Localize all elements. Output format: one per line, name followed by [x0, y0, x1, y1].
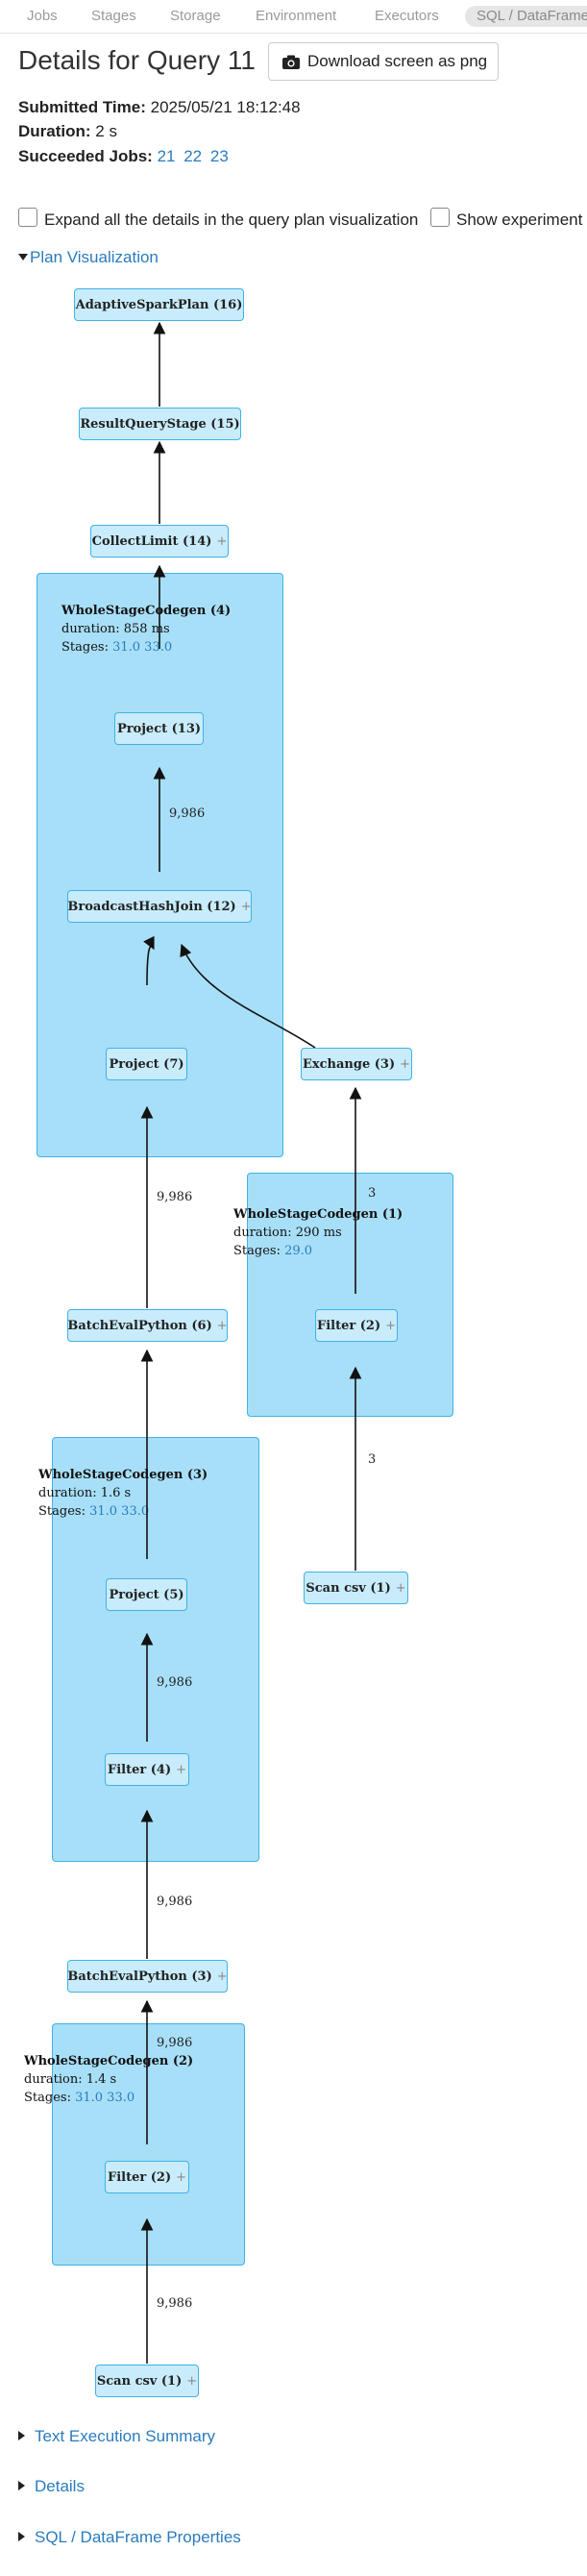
expand-plus-icon[interactable]: +: [216, 1318, 228, 1333]
section-text-execution-summary[interactable]: Text Execution Summary: [18, 2427, 215, 2446]
nav-tab-jobs[interactable]: Jobs: [27, 8, 58, 24]
nav-tab-stages[interactable]: Stages: [91, 8, 136, 24]
section-label: Details: [35, 2477, 85, 2495]
section-sql-dataframe-properties[interactable]: SQL / DataFrame Properties: [18, 2528, 241, 2547]
node-exchange-3[interactable]: Exchange (3)+: [301, 1048, 412, 1080]
expand-details-label: Expand all the details in the query plan…: [44, 211, 419, 229]
edge-ex3-bhj: [180, 943, 316, 1049]
expand-plus-icon[interactable]: +: [216, 533, 228, 549]
node-batchevalpython-6[interactable]: BatchEvalPython (6)+: [67, 1309, 228, 1342]
cluster-wholestagecodegen-3[interactable]: [52, 1437, 259, 1862]
edge-label-fi2a-ex3: 3: [368, 1186, 377, 1201]
cluster-stages-label: Stages:: [38, 1504, 86, 1519]
cluster-duration: duration: 1.4 s: [24, 2072, 117, 2087]
node-filter-2-upper[interactable]: Filter (2)+: [315, 1309, 398, 1342]
expand-plus-icon[interactable]: +: [395, 1580, 406, 1596]
nav-tab-environment[interactable]: Environment: [256, 8, 337, 24]
succeeded-jobs-label: Succeeded Jobs:: [18, 147, 153, 165]
duration: Duration: 2 s: [18, 122, 117, 141]
edge-label-bep3-fi4: 9,986: [157, 1895, 193, 1909]
section-details[interactable]: Details: [18, 2477, 85, 2496]
edge-label-sc1a-fi2a: 3: [368, 1452, 377, 1467]
cluster-title: WholeStageCodegen (2): [24, 2054, 194, 2068]
plan-visualization: WholeStageCodegen (4) duration: 858 ms S…: [0, 269, 587, 2403]
cluster-stages-link[interactable]: 31.0 33.0: [75, 2091, 135, 2105]
section-label: SQL / DataFrame Properties: [35, 2528, 241, 2546]
show-experimental-label: Show experiment: [456, 211, 583, 229]
caret-down-icon: [18, 254, 28, 260]
caret-right-icon: [18, 2481, 25, 2490]
expand-plus-icon[interactable]: +: [186, 2373, 198, 2389]
edge-pr7-bhj: [143, 935, 155, 986]
expand-plus-icon[interactable]: +: [385, 1318, 396, 1333]
job-link-22[interactable]: 22: [183, 147, 203, 165]
node-resultquerystage-15[interactable]: ResultQueryStage (15): [79, 408, 241, 440]
cluster-info-wsc1: WholeStageCodegen (1) duration: 290 ms S…: [233, 1205, 403, 1260]
cluster-stages-link[interactable]: 31.0 33.0: [112, 640, 173, 655]
plan-edges: [140, 321, 362, 2364]
node-adaptivesparkplan-16[interactable]: AdaptiveSparkPlan (16): [74, 288, 244, 321]
node-project-13[interactable]: Project (13): [114, 712, 204, 745]
cluster-title: WholeStageCodegen (4): [61, 604, 232, 618]
nav-tab-sql[interactable]: SQL / DataFrame: [465, 6, 587, 27]
node-project-7[interactable]: Project (7): [106, 1048, 187, 1080]
node-scan-csv-1-lower[interactable]: Scan csv (1)+: [95, 2365, 199, 2397]
submitted-time-label: Submitted Time:: [18, 98, 146, 116]
duration-label: Duration:: [18, 122, 91, 140]
caret-right-icon: [18, 2431, 25, 2440]
node-project-5[interactable]: Project (5): [106, 1578, 187, 1611]
cluster-stages-link[interactable]: 31.0 33.0: [89, 1504, 150, 1519]
node-batchevalpython-3[interactable]: BatchEvalPython (3)+: [67, 1960, 228, 1993]
page-title: Details for Query 11: [18, 45, 256, 75]
job-link-21[interactable]: 21: [157, 147, 176, 165]
node-collectlimit-14[interactable]: CollectLimit (14)+: [90, 525, 229, 557]
cluster-stages-link[interactable]: 29.0: [284, 1244, 313, 1258]
cluster-duration: duration: 290 ms: [233, 1226, 342, 1240]
show-experimental-checkbox[interactable]: [430, 208, 450, 227]
cluster-info-wsc3: WholeStageCodegen (3) duration: 1.6 s St…: [38, 1466, 208, 1521]
plan-visualization-label: Plan Visualization: [30, 248, 159, 266]
submitted-time-value: 2025/05/21 18:12:48: [150, 98, 301, 116]
plan-visualization-toggle[interactable]: Plan Visualization: [18, 248, 159, 267]
cluster-duration: duration: 1.6 s: [38, 1486, 132, 1500]
expand-plus-icon[interactable]: +: [176, 1762, 186, 1777]
node-scan-csv-1-upper[interactable]: Scan csv (1)+: [304, 1572, 408, 1604]
section-label: Text Execution Summary: [35, 2427, 216, 2445]
node-broadcasthashjoin-12[interactable]: BroadcastHashJoin (12)+: [67, 890, 252, 923]
cluster-info-wsc2: WholeStageCodegen (2) duration: 1.4 s St…: [24, 2052, 193, 2107]
job-link-23[interactable]: 23: [209, 147, 229, 165]
cluster-stages-label: Stages:: [233, 1244, 281, 1258]
download-png-button[interactable]: Download screen as png: [268, 42, 499, 81]
cluster-stages-label: Stages:: [24, 2091, 71, 2105]
cluster-info-wsc4: WholeStageCodegen (4) duration: 858 ms S…: [61, 602, 231, 656]
duration-value: 2 s: [95, 122, 117, 140]
nav-tab-storage[interactable]: Storage: [170, 8, 221, 24]
succeeded-jobs: Succeeded Jobs: 21 22 23: [18, 147, 232, 166]
expand-plus-icon[interactable]: +: [240, 899, 252, 914]
submitted-time: Submitted Time: 2025/05/21 18:12:48: [18, 98, 301, 117]
node-filter-2-lower[interactable]: Filter (2)+: [105, 2161, 189, 2193]
camera-icon: [282, 55, 300, 69]
cluster-stages-label: Stages:: [61, 640, 109, 655]
edge-label-bep6-pr7: 9,986: [157, 1190, 193, 1204]
expand-plus-icon[interactable]: +: [400, 1056, 411, 1072]
expand-plus-icon[interactable]: +: [176, 2169, 186, 2185]
cluster-title: WholeStageCodegen (3): [38, 1468, 208, 1482]
edge-label-bhj-pr13: 9,986: [169, 806, 206, 821]
edge-label-fi2b-bep3: 9,986: [157, 2036, 193, 2050]
cluster-duration: duration: 858 ms: [61, 622, 170, 636]
nav-tab-executors[interactable]: Executors: [375, 8, 439, 24]
expand-plus-icon[interactable]: +: [216, 1969, 228, 1984]
download-png-label: Download screen as png: [307, 52, 488, 70]
expand-details-checkbox[interactable]: [18, 208, 37, 227]
cluster-title: WholeStageCodegen (1): [233, 1207, 404, 1222]
caret-right-icon: [18, 2532, 25, 2541]
node-filter-4[interactable]: Filter (4)+: [105, 1753, 189, 1786]
edge-label-sc1b-fi2b: 9,986: [157, 2296, 193, 2311]
edge-label-fi4-pr5: 9,986: [157, 1675, 193, 1690]
top-nav: Jobs Stages Storage Environment Executor…: [0, 0, 587, 34]
